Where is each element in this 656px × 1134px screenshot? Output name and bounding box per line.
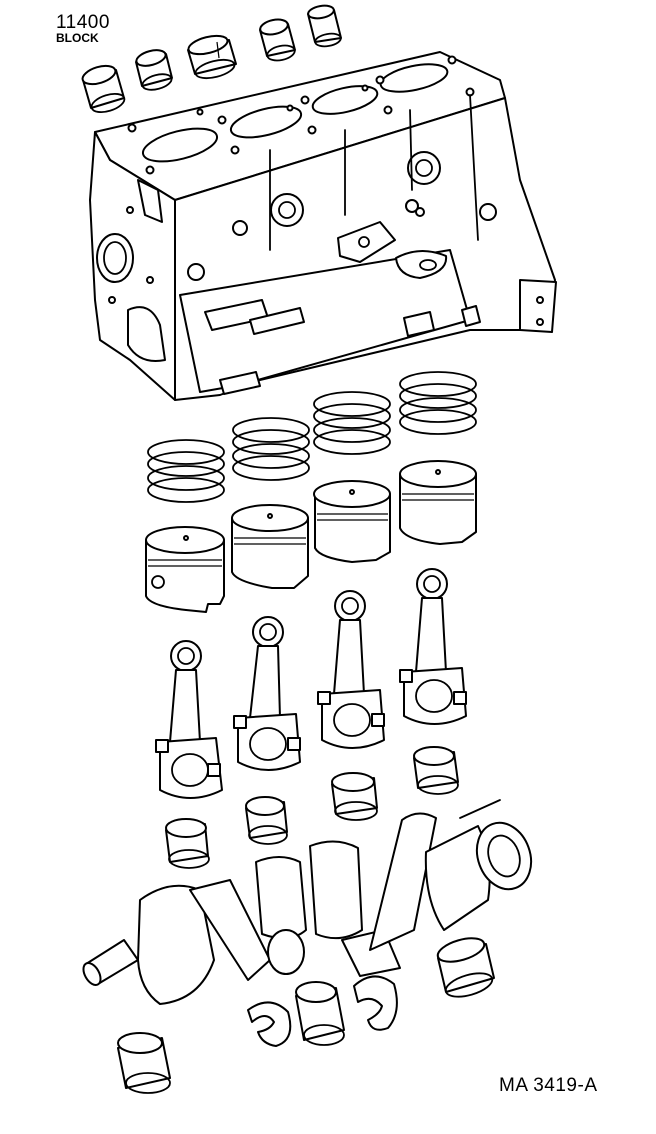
connecting-rod xyxy=(155,640,223,799)
piston xyxy=(231,504,309,589)
cylinder-liner xyxy=(187,34,237,80)
connecting-rod xyxy=(317,590,385,749)
rod-bearing xyxy=(331,772,378,821)
piston-ring-set xyxy=(313,391,391,455)
cylinder-liner xyxy=(135,49,173,91)
rod-bearing xyxy=(165,818,210,869)
thrust-washer xyxy=(247,1001,292,1047)
connecting-rod xyxy=(233,616,301,771)
cylinder-liner-group xyxy=(81,4,342,114)
piston-ring-set xyxy=(399,371,477,435)
figure-reference-label: MA 3419-A xyxy=(499,1075,598,1096)
part-number-label: 11400 xyxy=(56,12,110,33)
main-bearing xyxy=(295,981,345,1046)
rod-bearing xyxy=(245,796,288,845)
cylinder-liner xyxy=(307,4,342,48)
cylinder-liner xyxy=(81,64,126,114)
cylinder-block xyxy=(89,51,557,401)
piston-ring-set xyxy=(147,439,225,503)
part-name-label: BLOCK xyxy=(56,31,99,45)
piston xyxy=(313,480,391,563)
thrust-washer xyxy=(353,975,398,1031)
piston xyxy=(145,526,225,613)
main-bearing xyxy=(436,937,495,998)
cylinder-liner xyxy=(259,18,296,62)
piston xyxy=(399,460,477,545)
connecting-rod xyxy=(399,568,467,725)
rod-bearing xyxy=(413,746,459,795)
piston-ring-set xyxy=(232,417,310,481)
crankshaft xyxy=(82,799,533,1005)
main-bearing xyxy=(117,1032,171,1094)
